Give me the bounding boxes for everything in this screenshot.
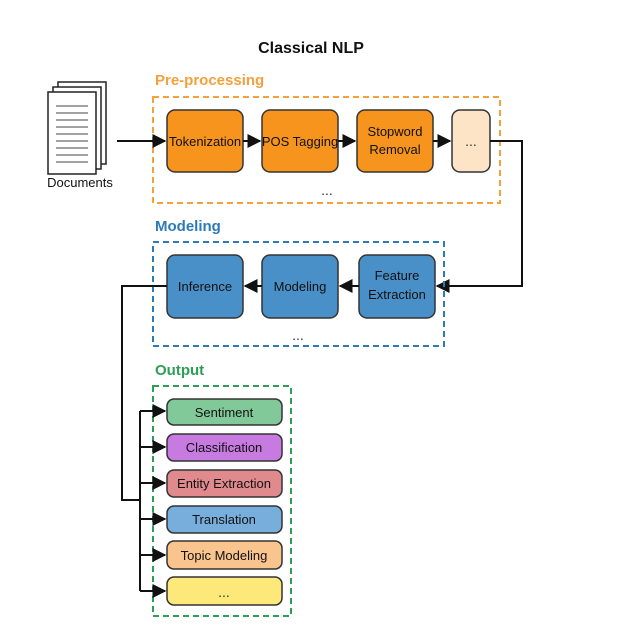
output-item-classification: Classification [166,433,283,462]
step-inference: Inference [166,254,244,319]
documents-label: Documents [47,175,113,190]
output-item-sentiment: Sentiment [166,398,283,426]
step-stopword-removal: Stopword Removal [356,109,434,173]
connector-inference-trunk [121,285,167,501]
arrow-preprocessing-to-feature-extraction [435,140,523,293]
step-preprocessing-more: ... [451,109,491,173]
step-tokenization-label: Tokenization [169,134,241,149]
step-pos-tagging: POS Tagging [261,109,339,173]
output-item-translation-label: Translation [192,512,256,527]
step-stopword-label-line1: Stopword [368,124,423,139]
output-item-topic-modeling-label: Topic Modeling [181,548,268,563]
output-group [152,385,292,617]
modeling-more-indicator: ... [292,327,304,343]
output-item-more-label: ... [218,584,230,600]
step-preprocessing-more-label: ... [465,133,477,149]
step-modeling-label: Modeling [274,279,327,294]
output-label: Output [155,362,204,379]
output-item-entity-extraction: Entity Extraction [166,469,283,498]
preprocessing-more-indicator: ... [321,182,333,198]
step-modeling: Modeling [261,254,339,319]
step-inference-label: Inference [178,279,232,294]
output-item-translation: Translation [166,505,283,534]
preprocessing-label: Pre-processing [155,72,264,89]
step-feature-extraction: Feature Extraction [358,254,436,319]
step-stopword-label-line2: Removal [369,142,420,157]
modeling-group [152,241,445,347]
output-item-entity-extraction-label: Entity Extraction [177,476,271,491]
output-item-classification-label: Classification [186,440,263,455]
documents-icon [47,81,107,175]
diagram-title: Classical NLP [258,40,364,57]
output-item-more: ... [166,576,283,606]
modeling-label: Modeling [155,218,221,235]
step-tokenization: Tokenization [166,109,244,173]
step-feature-label-line2: Extraction [368,287,426,302]
step-pos-tagging-label: POS Tagging [262,134,338,149]
output-item-topic-modeling: Topic Modeling [166,540,283,570]
step-feature-label-line1: Feature [375,268,420,283]
output-item-sentiment-label: Sentiment [195,405,254,420]
preprocessing-group [152,96,501,204]
